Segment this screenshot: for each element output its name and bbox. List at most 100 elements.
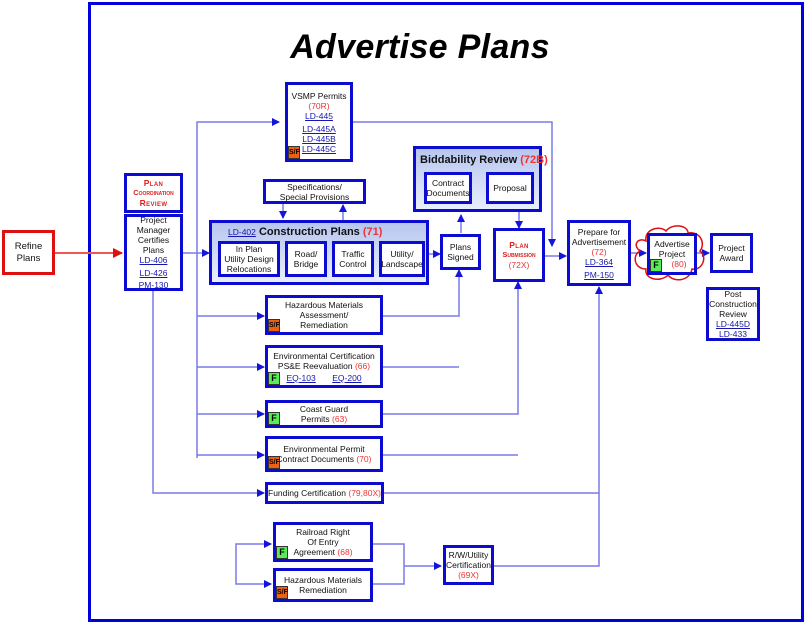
rw-code: (69X)	[458, 570, 479, 580]
construction-plans-code: (71)	[362, 226, 383, 238]
prepare-advertisement-node[interactable]: Prepare for Advertisement (72) LD-364 PM…	[567, 220, 631, 286]
item-line: Proposal	[493, 183, 527, 193]
connector-railroad-to-rw	[373, 543, 405, 585]
refine-plans-node[interactable]: Refine Plans	[2, 230, 55, 275]
env-cert-links: EQ-103 EQ-200	[286, 373, 361, 383]
link-ld-426[interactable]: LD-426	[139, 268, 168, 278]
pm-certifies-node[interactable]: Project Manager Certifies Plans LD-406 L…	[124, 214, 183, 291]
connector-rw-to-prepare	[493, 493, 600, 567]
biddability-code: (72B)	[520, 154, 548, 166]
post-construction-node[interactable]: Post Construction Review LD-445D LD-433	[706, 287, 760, 341]
link-pm-130[interactable]: PM-130	[138, 280, 169, 290]
link-ld-445d[interactable]: LD-445D	[715, 319, 751, 329]
plan-coordination-label-2: Coordination	[133, 188, 174, 197]
railroad-label-3: Agreement	[293, 547, 336, 557]
item-line: In Plan	[235, 244, 263, 254]
env-permit-node[interactable]: Environmental Permit Contract Documents …	[265, 436, 383, 472]
coast-guard-label-1: Coast Guard	[299, 404, 349, 414]
item-line: Relocations	[226, 264, 272, 274]
coast-guard-node[interactable]: Coast Guard Permits (63) F	[265, 400, 383, 428]
coast-guard-code: (63)	[332, 414, 348, 424]
specifications-label-2: Special Provisions	[279, 191, 350, 202]
construction-plans-label: Construction Plans	[258, 226, 360, 238]
plan-coordination-review-node[interactable]: Plan Coordination Review	[124, 173, 183, 213]
env-permit-code: (70)	[356, 454, 372, 464]
sf-badge-icon: S/F	[276, 586, 288, 599]
specifications-node[interactable]: Specifications/ Special Provisions	[263, 179, 366, 204]
connector-pm-to-funding	[152, 290, 265, 497]
link-ld-445c[interactable]: LD-445C	[301, 143, 337, 154]
env-cert-label-2: PS&E Reevaluation	[277, 360, 353, 371]
link-ld-402[interactable]: LD-402	[228, 227, 256, 237]
item-line: Bridge	[293, 259, 319, 269]
biddability-item-contract-documents[interactable]: Contract Documents	[424, 172, 472, 204]
link-eq-200[interactable]: EQ-200	[332, 372, 362, 383]
f-badge-icon: F	[268, 412, 280, 425]
plan-submission-code: (72X)	[508, 260, 530, 270]
biddability-title: Biddability Review (72B)	[420, 154, 548, 166]
rw-label-2: Certification	[446, 560, 491, 570]
item-line: Documents	[426, 188, 470, 198]
connector-hazmat-to-signed	[383, 269, 463, 317]
biddability-item-proposal[interactable]: Proposal	[486, 172, 534, 204]
link-ld-364[interactable]: LD-364	[585, 256, 613, 267]
pm-certifies-label-2: Manager	[136, 225, 171, 235]
page-title: Advertise Plans	[290, 28, 550, 66]
hazmat-remediation-node[interactable]: Hazardous Materials Remediation S/F	[273, 568, 373, 602]
item-line: Landscape	[381, 259, 423, 269]
coast-guard-label-2: Permits	[300, 414, 330, 424]
post-label-2: Construction	[709, 299, 757, 309]
plans-signed-label-1: Plans	[449, 242, 472, 252]
vsmp-permits-node[interactable]: VSMP Permits (70R) LD-445 LD-445A LD-445…	[285, 82, 353, 162]
link-ld-445[interactable]: LD-445	[305, 110, 333, 121]
link-ld-433[interactable]: LD-433	[719, 329, 747, 339]
sf-badge-icon: S/F	[268, 319, 280, 332]
link-ld-445b[interactable]: LD-445B	[302, 133, 336, 144]
hazmat-rem-label-1: Hazardous Materials	[284, 575, 362, 585]
plan-coordination-label-1: Plan	[143, 178, 164, 188]
env-cert-code: (66)	[354, 360, 371, 371]
advertise-cloud-outline	[634, 225, 705, 281]
env-permit-label-1: Environmental Permit	[283, 444, 365, 454]
link-ld-445a[interactable]: LD-445A	[302, 123, 336, 134]
link-pm-150[interactable]: PM-150	[584, 269, 614, 280]
biddability-review-group[interactable]: Biddability Review (72B) Contract Docume…	[413, 146, 548, 212]
item-line: Utility Design	[224, 254, 274, 264]
f-badge-icon: F	[650, 259, 662, 272]
rw-utility-node[interactable]: R/W/Utility Certification (69X)	[443, 545, 494, 585]
item-line: Traffic	[341, 249, 365, 259]
prepare-label-2: Advertisement	[571, 236, 627, 247]
item-line: Road/	[294, 249, 318, 259]
f-badge-icon: F	[276, 546, 288, 559]
plan-submission-node[interactable]: Plan Submission (72X)	[493, 228, 545, 282]
construction-item-traffic-control[interactable]: Traffic Control	[332, 241, 374, 277]
rw-label-1: R/W/Utility	[448, 550, 489, 560]
hazmat-assessment-node[interactable]: Hazardous Materials Assessment/ Remediat…	[265, 295, 383, 335]
construction-item-utility-landscape[interactable]: Utility/ Landscape	[379, 241, 425, 277]
hazmat-rem-label-2: Remediation	[299, 585, 347, 595]
railroad-node[interactable]: Railroad Right Of Entry Agreement (68) F	[273, 522, 373, 562]
pm-certifies-label-1: Project	[140, 215, 167, 225]
prepare-label-1: Prepare for	[577, 226, 621, 237]
hazmat-label-2: Assessment/	[299, 310, 349, 320]
env-permit-label-2-wrap: Contract Documents (70)	[277, 454, 372, 464]
award-label-2: Award	[719, 253, 744, 263]
link-ld-406[interactable]: LD-406	[139, 255, 168, 265]
construction-item-utility-design[interactable]: In Plan Utility Design Relocations	[218, 241, 280, 277]
link-eq-103[interactable]: EQ-103	[286, 372, 316, 383]
env-certification-node[interactable]: Environmental Certification PS&E Reevalu…	[265, 345, 383, 388]
construction-plans-group[interactable]: LD-402 Construction Plans (71) In Plan U…	[209, 220, 429, 285]
plans-signed-node[interactable]: Plans Signed	[440, 234, 481, 270]
hazmat-label-3: Remediation	[300, 320, 348, 330]
construction-plans-title: LD-402 Construction Plans (71)	[228, 226, 382, 238]
construction-item-road-bridge[interactable]: Road/ Bridge	[285, 241, 327, 277]
advertise-project-node[interactable]: Advertise Project (80) F	[647, 233, 697, 275]
specifications-label-1: Specifications/	[287, 181, 342, 192]
project-award-node[interactable]: Project Award	[710, 233, 753, 273]
connector-funding-to-prepare	[384, 286, 603, 494]
connector-coastguard-to-submission	[383, 281, 522, 415]
vsmp-code: (70R)	[308, 100, 330, 111]
hazmat-label-1: Hazardous Materials	[285, 300, 363, 310]
funding-certification-node[interactable]: Funding Certification (79,80X)	[265, 482, 384, 504]
